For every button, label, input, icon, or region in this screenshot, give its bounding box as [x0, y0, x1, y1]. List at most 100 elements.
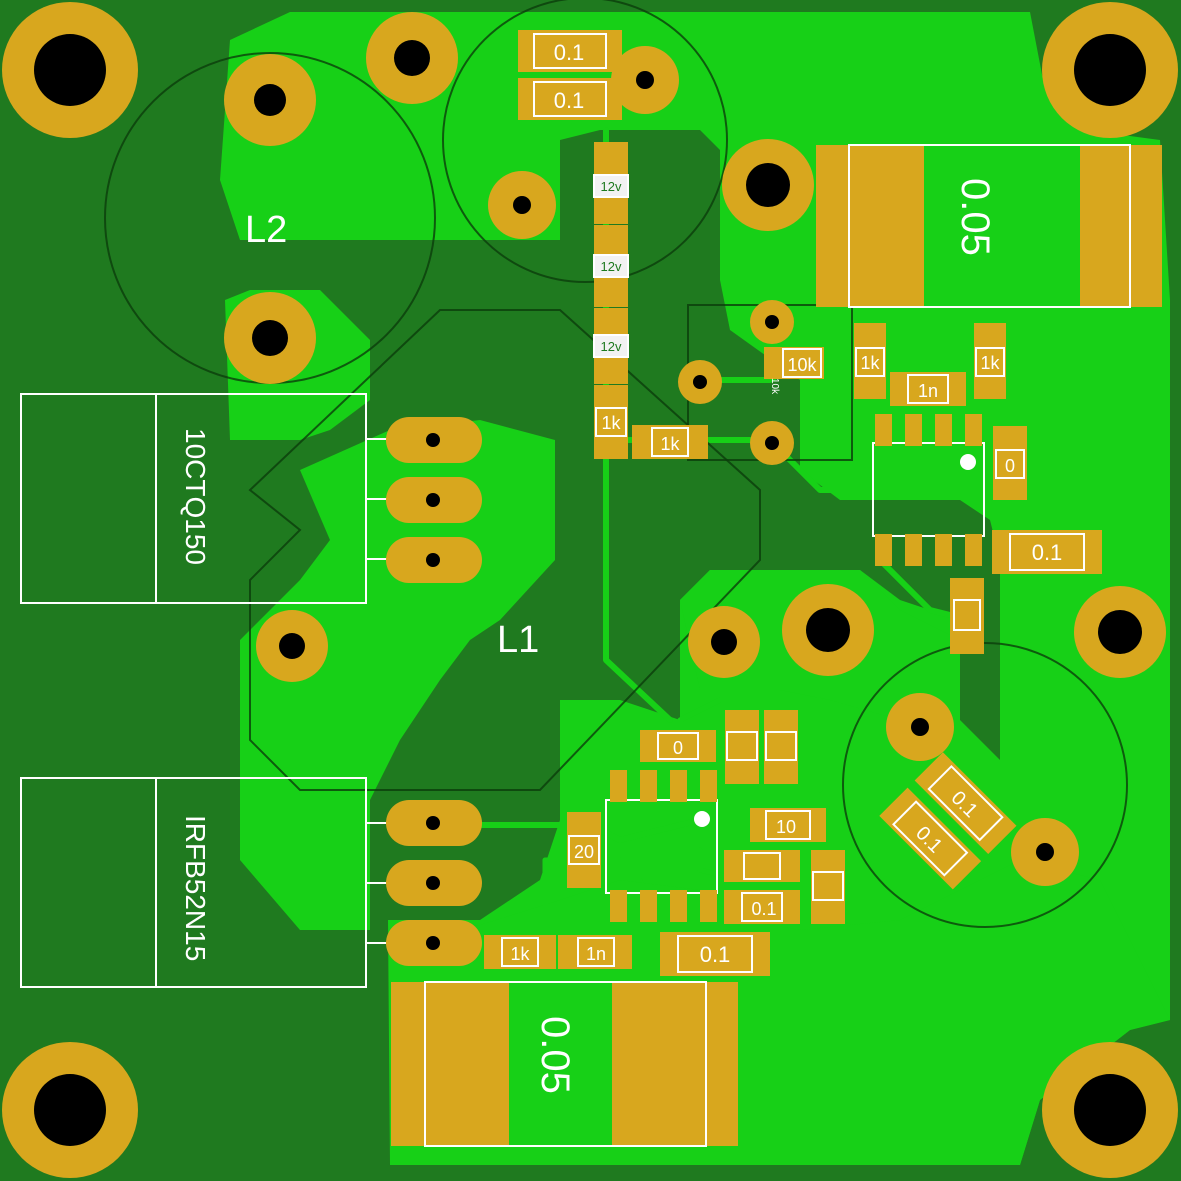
ic-top-right-pin-8 [965, 534, 982, 566]
inductor-l1-label: L1 [497, 619, 539, 661]
reg-pad-1-drill [765, 315, 779, 329]
cap-01-mid-label: 0.1 [751, 899, 776, 919]
shunt-top-outline [848, 144, 1131, 308]
cap-top-pad-1-drill [394, 40, 430, 76]
shunt-bottom-pad-left [391, 982, 509, 1146]
ic-bottom [605, 770, 718, 922]
shunt-bottom-label: 0.05 [533, 1016, 577, 1094]
ic-bottom-pin-6 [640, 890, 657, 922]
res-10k-small-label: 10k [769, 378, 780, 395]
cap-01-mid-outline [741, 892, 783, 922]
cap-top-pad-2-drill [513, 196, 531, 214]
ic-top-right-pin1-dot [960, 454, 976, 470]
mount-hole-bl-drill [34, 1074, 106, 1146]
zener-2-label: 12v [601, 259, 622, 274]
cap-top-1-pads [518, 30, 622, 72]
res-10-label: 10 [776, 817, 796, 837]
res-1k-c-outline [855, 347, 885, 377]
zener-2-body [593, 254, 629, 278]
cap-right-pad-4-drill [1036, 843, 1054, 861]
res-0-mid-pads [640, 730, 716, 762]
res-0-mid-label: 0 [673, 738, 683, 758]
res-1k-d-label: 1k [980, 353, 1000, 373]
mount-hole-br-drill [1074, 1074, 1146, 1146]
cap-01-right-outline [1009, 533, 1085, 571]
mosfet-pad-1-drill [426, 816, 440, 830]
res-1k-a-pads [594, 385, 628, 459]
shunt-bottom: 0.05 [391, 981, 738, 1147]
res-1k-a-outline [595, 407, 627, 437]
diode-label: 10CTQ150 [180, 428, 211, 565]
res-mid-a-pads [724, 850, 800, 882]
cap-top-outline [442, 0, 728, 283]
mosfet-pad-3-drill [426, 936, 440, 950]
zener-3-label: 12v [601, 339, 622, 354]
res-1k-c-pads [854, 323, 886, 399]
cap-right-pad-3-drill [911, 718, 929, 736]
l1-pad-1-drill [279, 633, 305, 659]
cap-pair-b-outline [765, 731, 797, 761]
zener-1-label: 12v [601, 179, 622, 194]
ic-top-right-outline [872, 442, 985, 537]
diode-footprint: 10CTQ150 [20, 393, 482, 604]
cap-pair-a-pads [725, 710, 759, 784]
ic-bottom-pin1-dot [694, 811, 710, 827]
shunt-bottom-pad-right [612, 982, 738, 1146]
mosfet-pad-2-drill [426, 876, 440, 890]
ic-bottom-pin-2 [640, 770, 657, 802]
cap-rot-a-outline [927, 764, 1004, 842]
ic-bottom-pin-8 [700, 890, 717, 922]
shunt-top-label: 0.05 [953, 178, 997, 256]
cap-top-1-outline [533, 33, 607, 69]
res-0-right-pads [993, 426, 1027, 500]
res-1k-bottom-outline [501, 937, 539, 967]
ic-bottom-pin-1 [610, 770, 627, 802]
cap-top-1-label: 0.1 [554, 40, 585, 65]
ic-bottom-outline [605, 799, 718, 894]
cap-01-bottom-label: 0.1 [700, 942, 731, 967]
res-10k-label: 10k [787, 355, 817, 375]
res-1k-bottom-label: 1k [510, 944, 530, 964]
cap-top-2-outline [533, 81, 607, 117]
res-1k-b-label: 1k [660, 434, 680, 454]
mount-hole-tr-drill [1074, 34, 1146, 106]
reg-pad-3-drill [765, 436, 779, 450]
cap-1n-bottom-label: 1n [586, 944, 606, 964]
cap-01-bottom-outline [677, 935, 753, 973]
cap-pair-a-outline [726, 731, 758, 761]
res-mid-b-pads [811, 850, 845, 924]
res-1k-d-outline [975, 347, 1005, 377]
cap-right-pad-1-drill [806, 608, 850, 652]
ic-bottom-pin-3 [670, 770, 687, 802]
cap-1n-top-label: 1n [918, 381, 938, 401]
shunt-top-pad-left [816, 145, 924, 307]
through-hole-pads [224, 12, 1166, 886]
res-1k-a-label: 1k [601, 413, 621, 433]
zener-diodes: 12v 12v 12v [593, 142, 629, 384]
ic-top-right-pin-4 [965, 414, 982, 446]
mount-hole-tl-drill [34, 34, 106, 106]
mosfet-footprint: IRFB52N15 [20, 777, 482, 988]
zener-1-body [593, 174, 629, 198]
res-20-pads [567, 812, 601, 888]
ic-top-right-pin-3 [935, 414, 952, 446]
res-20-outline [568, 835, 600, 865]
res-mid-b-outline [812, 871, 844, 901]
l1-pad-2-drill [711, 629, 737, 655]
res-10k-outline [782, 348, 822, 378]
smd-passives: 0.1 0.1 1k 1k 10k 10k 1k 1k 1n 0 [484, 30, 1102, 976]
cap-top-2-label: 0.1 [554, 88, 585, 113]
cap-01-right-label: 0.1 [1032, 540, 1063, 565]
diode-pad-3-drill [426, 553, 440, 567]
cap-pair-b-pads [764, 710, 798, 784]
cap-top-2-pads [518, 78, 622, 120]
res-10-pads [750, 808, 826, 842]
cap-top-pad-3-drill [636, 71, 654, 89]
l2-pad-2-drill [252, 320, 288, 356]
cap-rot-b-outline [892, 800, 969, 877]
shunt-top-pad-right [1080, 145, 1162, 307]
cap-right-pad-2-drill [1098, 610, 1142, 654]
ic-bottom-pin-7 [670, 890, 687, 922]
ic-top-right-pin-7 [935, 534, 952, 566]
ic-top-right [872, 414, 985, 566]
